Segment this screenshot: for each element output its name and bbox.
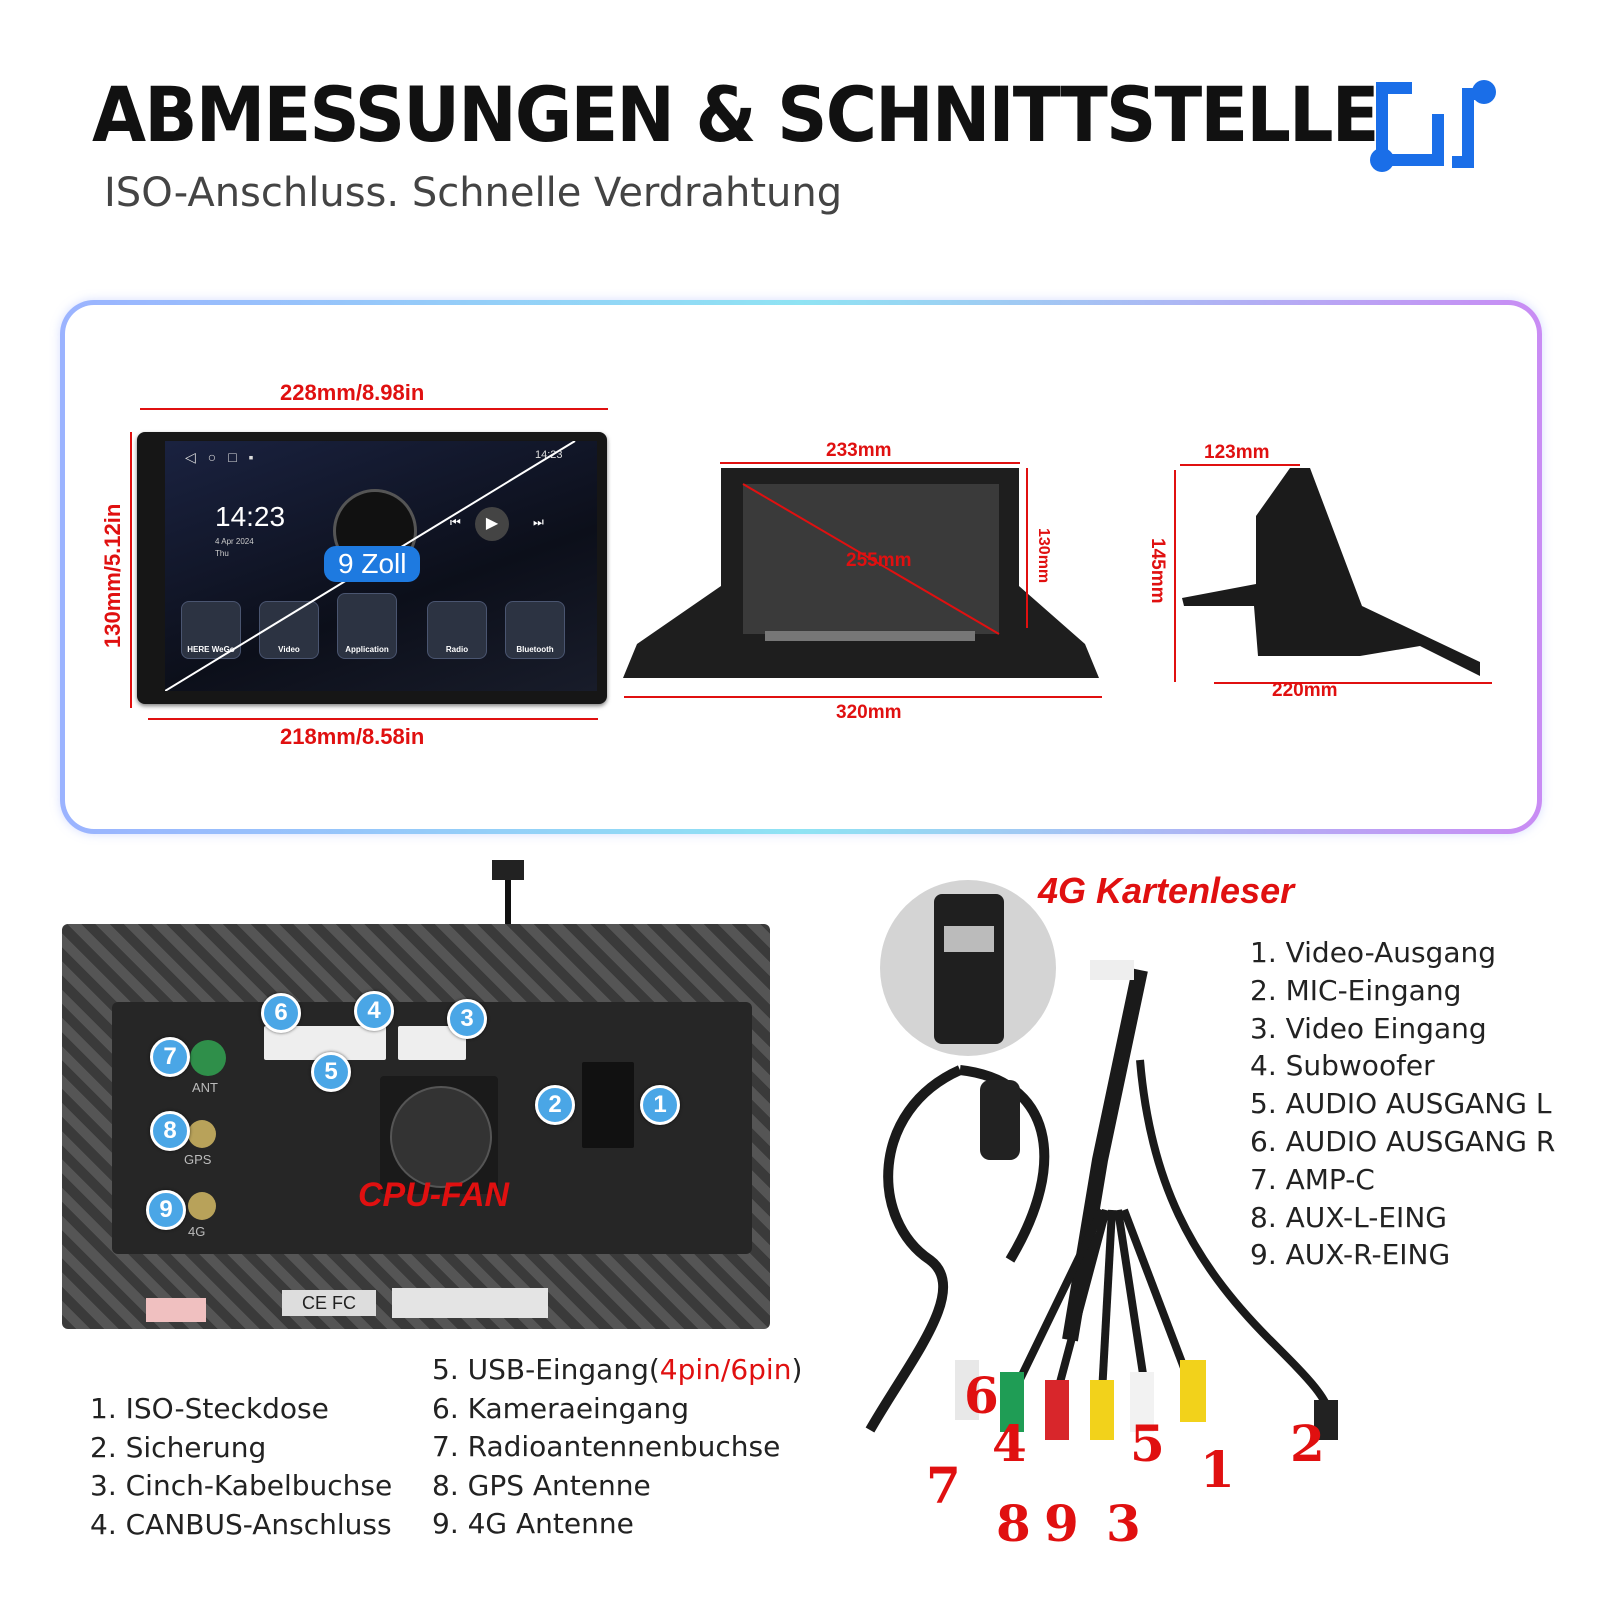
size-badge: 9 Zoll — [324, 546, 421, 582]
badge-9: 9 — [146, 1190, 186, 1230]
badge-4: 4 — [354, 991, 394, 1031]
next-icon[interactable]: ⏭ — [533, 515, 544, 529]
gps-socket[interactable] — [188, 1120, 216, 1148]
badge-7: 7 — [150, 1037, 190, 1077]
cable-item: 9. AUX-R-EING — [1250, 1238, 1451, 1272]
cable-item: 3. Video Eingang — [1250, 1011, 1487, 1045]
clock-time: 14:23 — [215, 501, 286, 532]
cable-item: 1. Video-Ausgang — [1250, 936, 1497, 969]
dim-line — [1214, 682, 1492, 684]
badge-8: 8 — [150, 1111, 190, 1151]
gps-label: GPS — [184, 1152, 212, 1167]
app-video[interactable]: Video — [259, 601, 319, 659]
dim-line — [720, 462, 1020, 464]
dim-line — [1180, 464, 1300, 466]
dim-screen-bottom: 218mm/8.58in — [280, 724, 425, 749]
clock-date: 4 Apr 2024 — [215, 537, 254, 546]
dim-line — [1026, 468, 1028, 628]
g4-socket[interactable] — [188, 1192, 216, 1220]
dim-line — [130, 432, 132, 708]
badge-1: 1 — [640, 1085, 680, 1125]
cable-num-1: 1 — [1200, 1440, 1235, 1499]
cable-num-4: 4 — [992, 1414, 1027, 1473]
port-item: 4. CANBUS-Anschluss — [90, 1507, 392, 1541]
app-application[interactable]: Application — [337, 593, 397, 659]
dim-screen-top: 228mm/8.98in — [280, 380, 425, 405]
cable-item: 7. AMP-C — [1250, 1162, 1375, 1196]
dim-frame-right: 130mm — [1035, 528, 1052, 584]
port-item: 9. 4G Antenne — [432, 1507, 634, 1540]
connection-icon — [1370, 80, 1496, 172]
port-item: 2. Sicherung — [90, 1430, 267, 1464]
side-bracket — [1182, 468, 1480, 676]
ant-label: ANT — [192, 1080, 218, 1095]
cable-item: 2. MIC-Eingang — [1250, 973, 1462, 1007]
badge-6: 6 — [261, 993, 301, 1033]
cable-num-6: 6 — [964, 1366, 999, 1425]
port-item: 5. USB-Eingang(4pin/6pin) — [432, 1353, 803, 1386]
dim-frame-diag: 255mm — [846, 550, 912, 571]
dim-line — [624, 696, 1102, 698]
cable-item: 4. Subwoofer — [1250, 1049, 1435, 1083]
page-title: ABMESSUNGEN & SCHNITTSTELLE — [92, 70, 1380, 159]
cable-num-2: 2 — [1290, 1414, 1325, 1473]
port-item: 6. Kameraeingang — [432, 1391, 690, 1425]
port-item: 1. ISO-Steckdose — [90, 1392, 329, 1425]
dim-line — [1174, 470, 1176, 682]
port-item: 8. GPS Antenne — [432, 1468, 651, 1502]
cable-item: 8. AUX-L-EING — [1250, 1200, 1447, 1234]
ant-socket[interactable] — [190, 1040, 226, 1076]
badge-3: 3 — [447, 999, 487, 1039]
iso-socket[interactable] — [582, 1062, 634, 1148]
barcode-sticker — [392, 1288, 548, 1318]
g4-label: 4G — [188, 1224, 206, 1239]
dim-line — [140, 408, 608, 410]
head-unit-screen: ◁○□▪ 14:23 14:23 4 Apr 2024 Thu ▶ ⏮ ⏭ HE… — [165, 441, 597, 691]
card-reader-photo — [880, 880, 1056, 1056]
port-item: 3. Cinch-Kabelbuchse — [90, 1469, 393, 1502]
cable-num-8: 8 — [996, 1494, 1031, 1553]
cable-item: 5. AUDIO AUSGANG L — [1250, 1087, 1552, 1121]
dim-side-bottom: 220mm — [1272, 680, 1338, 701]
badge-2: 2 — [535, 1085, 575, 1125]
cable-num-7: 7 — [926, 1456, 961, 1515]
badge-5: 5 — [311, 1052, 351, 1092]
dim-line — [148, 718, 598, 720]
dim-frame-bottom: 320mm — [836, 702, 902, 723]
page-subtitle: ISO-Anschluss. Schnelle Verdrahtung — [104, 170, 843, 216]
dim-frame-top: 233mm — [826, 440, 892, 461]
app-radio[interactable]: Radio — [427, 601, 487, 659]
port-list-left: 1. ISO-Steckdose 2. Sicherung 3. Cinch-K… — [90, 1390, 392, 1544]
cable-list: 1. Video-Ausgang 2. MIC-Eingang 3. Video… — [1250, 934, 1555, 1274]
app-bluetooth[interactable]: Bluetooth — [505, 601, 565, 659]
card-reader-title: 4G Kartenleser — [1038, 870, 1295, 911]
dim-screen-left: 130mm/5.12in — [100, 503, 125, 648]
cert-label: CE FC — [282, 1290, 376, 1316]
prev-icon[interactable]: ⏮ — [450, 515, 461, 529]
nav-bar-icons: ◁○□▪ — [185, 449, 266, 465]
port-item: 7. Radioantennenbuchse — [432, 1430, 781, 1463]
cable-num-5: 5 — [1130, 1414, 1165, 1473]
cable-num-9: 9 — [1044, 1494, 1079, 1553]
cable-harness — [865, 960, 1338, 1440]
dim-side-left: 145mm — [1147, 538, 1168, 604]
cable-item: 6. AUDIO AUSGANG R — [1250, 1124, 1556, 1158]
dim-side-top: 123mm — [1204, 442, 1270, 463]
clock-day: Thu — [215, 549, 229, 558]
cable-num-3: 3 — [1106, 1494, 1141, 1553]
mounting-frame — [623, 468, 1099, 678]
app-here-wego[interactable]: HERE WeGo — [181, 601, 241, 659]
cpu-fan-label: CPU-FAN — [358, 1176, 510, 1214]
warning-sticker — [146, 1298, 206, 1322]
play-icon[interactable]: ▶ — [475, 507, 509, 541]
cpu-fan — [380, 1076, 498, 1194]
port-list-right: 5. USB-Eingang(4pin/6pin) 6. Kameraeinga… — [432, 1351, 802, 1544]
